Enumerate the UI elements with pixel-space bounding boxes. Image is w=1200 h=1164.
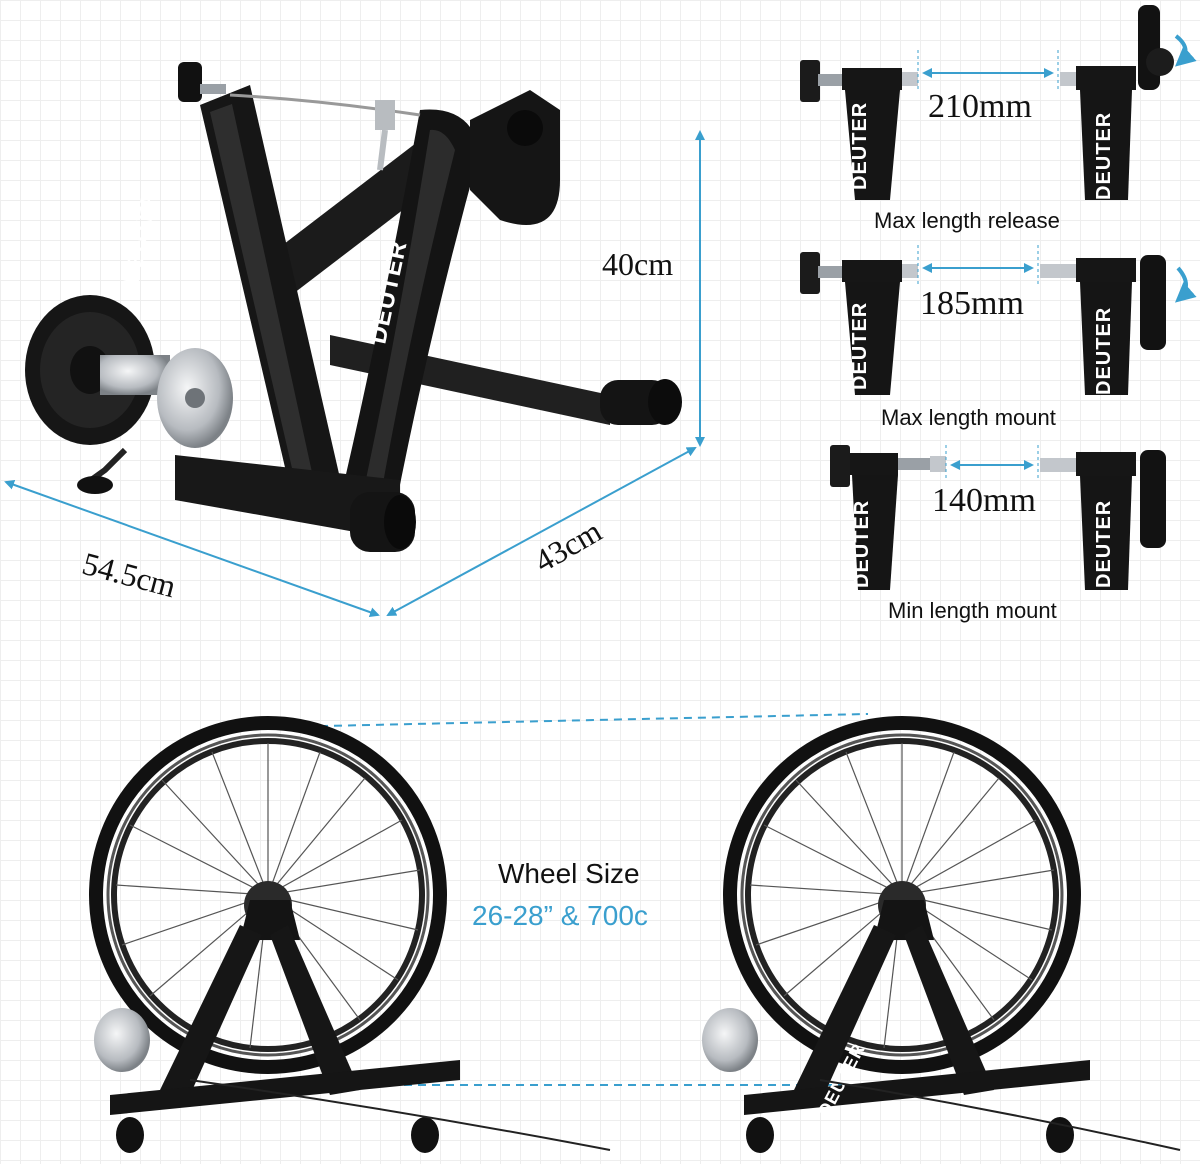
wheel-left — [89, 716, 611, 1153]
length-caption-max-mount: Max length mount — [881, 405, 1056, 430]
brand-text: DEUTER — [1093, 307, 1115, 395]
width-dimension-arrow — [4, 479, 380, 618]
brand-text: DEUTER — [1093, 500, 1115, 588]
trainer-main-image: DEUTER DEUTER — [25, 62, 682, 552]
wheel-size-values: 26-28” & 700c — [472, 900, 648, 931]
clamp-diagram-min-mount: DEUTER DEUTER — [830, 445, 1166, 590]
length-value-release: 210mm — [928, 88, 1032, 125]
wheel-right: DEUTER — [702, 716, 1181, 1153]
wheel-size-title: Wheel Size — [498, 858, 640, 889]
length-caption-release: Max length release — [874, 208, 1060, 233]
wheel-top-guide-line — [277, 713, 869, 728]
brand-text: DEUTER — [1093, 112, 1115, 200]
brand-text: DEUTER — [851, 500, 873, 588]
length-value-max-mount: 185mm — [920, 285, 1024, 322]
length-caption-min-mount: Min length mount — [888, 598, 1057, 623]
depth-dimension-arrow — [386, 447, 697, 616]
clamp-diagram-max-mount: DEUTER DEUTER — [800, 245, 1197, 395]
clamp-diagram-release: DEUTER DEUTER — [800, 5, 1197, 200]
brand-text: DEUTER — [118, 186, 163, 286]
height-label: 40cm — [602, 246, 674, 282]
brand-text: DEUTER — [849, 102, 871, 190]
brand-text: DEUTER — [849, 302, 871, 390]
length-value-min-mount: 140mm — [932, 482, 1036, 519]
